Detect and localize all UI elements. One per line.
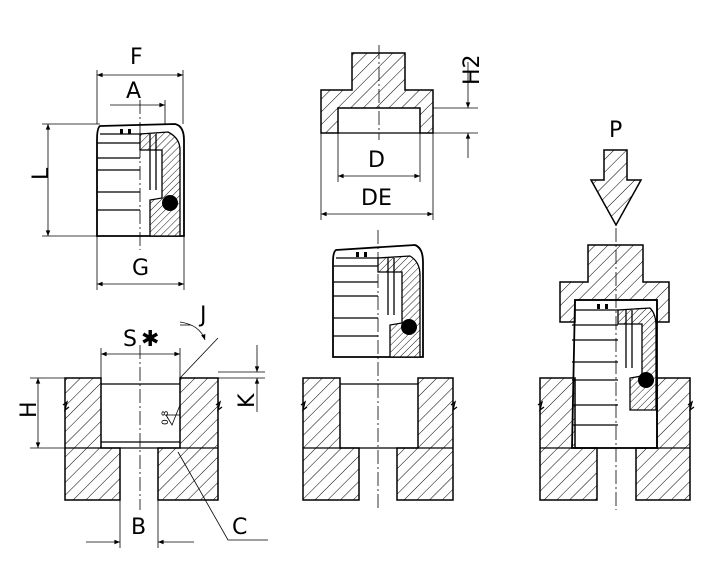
- label-L: L: [29, 167, 54, 180]
- surface-roughness-value: 0.8: [161, 410, 171, 425]
- label-B: B: [131, 515, 146, 540]
- label-D: D: [368, 148, 385, 173]
- arrow-down-icon: [589, 149, 643, 227]
- label-A: A: [126, 79, 141, 104]
- housing-bore-section: S ✱ J K H 0.8 B C: [17, 303, 268, 548]
- press-force-arrow: P: [589, 118, 643, 227]
- label-J: J: [198, 303, 207, 328]
- label-G: G: [132, 256, 149, 281]
- fitting-before-insertion: [332, 230, 424, 510]
- o-ring-icon: [162, 195, 178, 211]
- housing-empty-section: [300, 377, 458, 501]
- o-ring-icon: [401, 319, 417, 335]
- label-S-star: ✱: [141, 327, 159, 352]
- label-F: F: [130, 45, 143, 70]
- label-C: C: [232, 515, 247, 540]
- fitting-elevation-view: F A L G: [29, 45, 185, 290]
- label-H2: H2: [460, 54, 485, 85]
- label-H: H: [17, 401, 42, 418]
- assembled-fitting-section: [537, 228, 695, 510]
- label-S: S: [123, 327, 137, 352]
- label-K: K: [235, 393, 260, 408]
- insertion-tool-section: H2 D DE: [320, 45, 485, 220]
- o-ring-icon: [638, 372, 654, 388]
- label-DE: DE: [361, 186, 392, 211]
- label-P: P: [609, 118, 622, 143]
